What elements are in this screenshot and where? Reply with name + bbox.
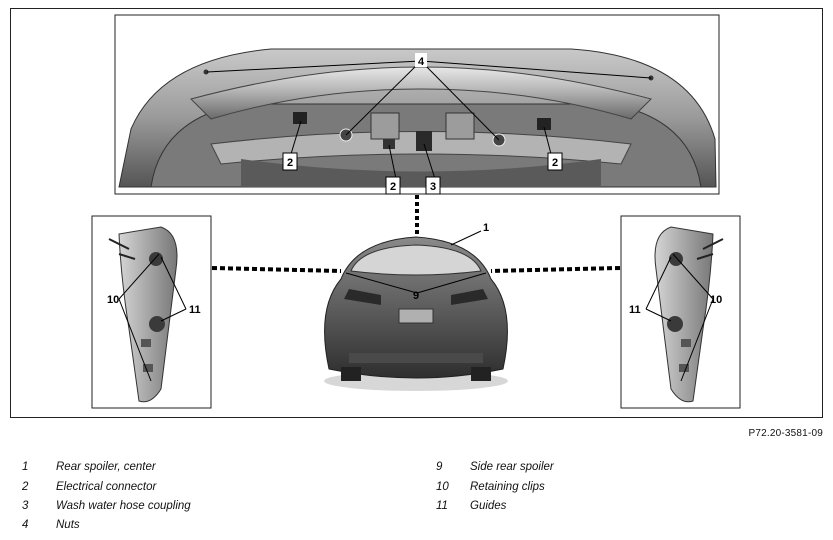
callout-9: 9 [413,290,419,302]
figure-code: P72.20-3581-09 [748,428,823,439]
legend-number: 9 [436,461,443,473]
callout-2-left: 2 [287,157,293,169]
legend-number: 2 [22,481,29,493]
legend-number: 10 [436,481,449,493]
legend-text: Side rear spoiler [470,461,554,473]
technical-illustration: 4 2 2 3 2 10 [91,14,741,409]
legend-number: 3 [22,500,29,512]
legend-text: Wash water hose coupling [56,500,191,512]
callout-10-left: 10 [107,294,119,306]
callout-2-right: 2 [552,157,558,169]
legend-text: Rear spoiler, center [56,461,156,473]
legend-text: Guides [470,500,507,512]
callout-2-center: 2 [390,181,396,193]
figure-frame: 4 2 2 3 2 10 [10,8,823,418]
callout-10-right: 10 [710,294,722,306]
callout-4: 4 [418,56,425,68]
detail-right-view: 10 11 [620,215,741,409]
callout-11-right: 11 [629,304,641,316]
car-rear-view: 1 9 [324,222,508,391]
legend-number: 11 [436,500,448,512]
callout-3: 3 [430,181,436,193]
legend-text: Electrical connector [56,481,157,493]
legend-text: Nuts [56,519,80,531]
legend-number: 1 [22,461,29,473]
callout-11-left: 11 [189,304,201,316]
detail-top-view: 4 2 2 3 2 [114,14,720,195]
detail-left-view: 10 11 [91,215,212,409]
legend-text: Retaining clips [470,481,545,493]
callout-1: 1 [483,222,489,234]
legend-number: 4 [22,519,29,531]
